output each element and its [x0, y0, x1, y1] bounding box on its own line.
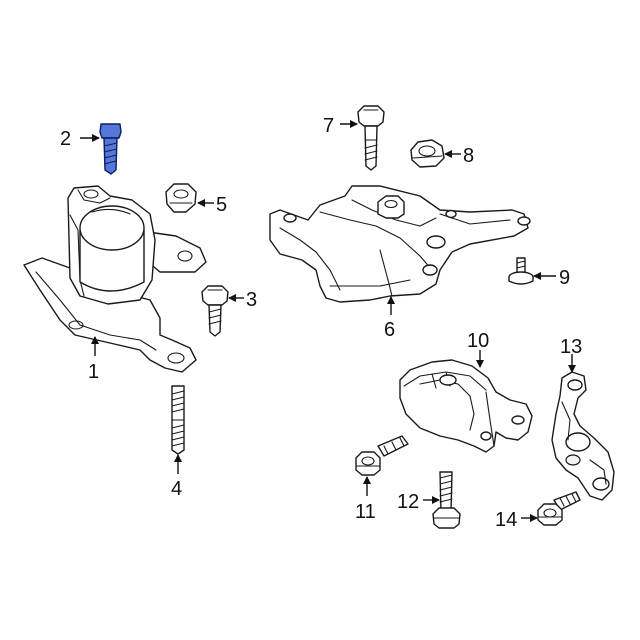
part-5-nut[interactable] — [165, 183, 197, 213]
part-14-bolt[interactable] — [537, 491, 581, 526]
part-8-nut[interactable] — [410, 139, 445, 168]
part-3-bolt[interactable] — [201, 285, 229, 337]
callout-13: 13 — [560, 336, 582, 358]
callout-14: 14 — [495, 509, 517, 531]
callout-1: 1 — [88, 361, 99, 383]
part-7-bolt[interactable] — [357, 105, 385, 171]
callout-12: 12 — [397, 491, 419, 513]
part-13-link[interactable] — [551, 371, 615, 501]
part-11-bolt[interactable] — [355, 435, 409, 476]
callout-9: 9 — [559, 267, 570, 289]
part-2-bolt[interactable] — [99, 123, 122, 175]
callout-6: 6 — [384, 319, 395, 341]
callout-4: 4 — [171, 478, 182, 500]
part-4-stud[interactable] — [171, 385, 185, 455]
part-10-insulator[interactable] — [399, 359, 533, 453]
callout-leaders — [80, 120, 576, 522]
callout-7: 7 — [323, 115, 334, 137]
callout-3: 3 — [246, 289, 257, 311]
callout-5: 5 — [216, 194, 227, 216]
callout-2: 2 — [60, 128, 71, 150]
part-1-engine-mount[interactable] — [23, 185, 207, 373]
callout-labels: 2 1 3 4 5 6 7 8 9 10 11 12 13 14 — [60, 115, 582, 531]
callout-8: 8 — [463, 145, 474, 167]
part-12-bolt[interactable] — [432, 471, 461, 529]
part-9-stud[interactable] — [508, 257, 534, 285]
part-6-bracket[interactable] — [269, 185, 531, 303]
callout-10: 10 — [467, 330, 489, 352]
callout-11: 11 — [355, 501, 376, 523]
